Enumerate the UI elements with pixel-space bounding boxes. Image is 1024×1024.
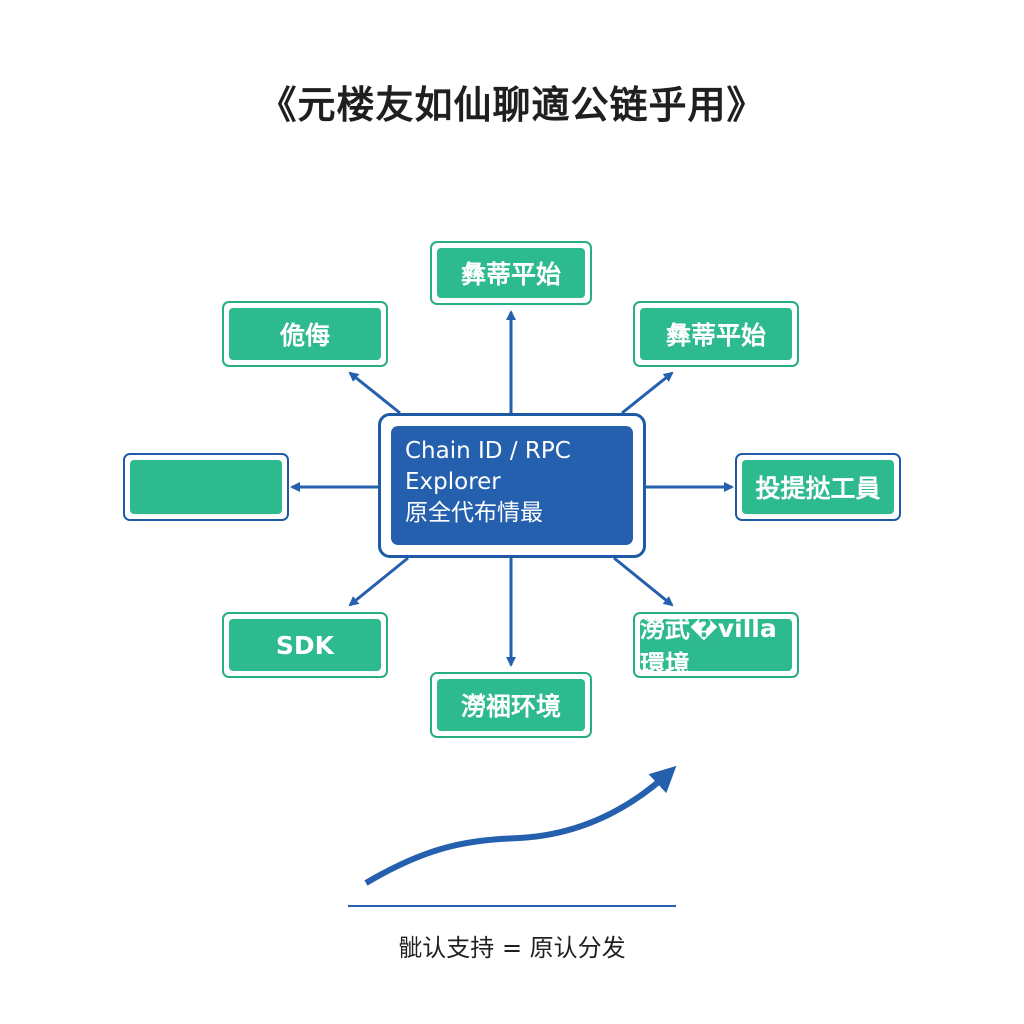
footer-divider [348,905,676,907]
footer-caption: 骴认支持 = 原认分发 [398,934,626,962]
node-bottom-left-label: SDK [229,619,381,671]
node-bottom: 澇祵环境 [430,672,592,738]
node-right-label: 投提挞工員 [742,460,894,514]
growth-arrow [364,765,677,886]
connector-top-left [348,371,401,415]
node-bottom-left: SDK [222,612,388,678]
node-bottom-right: 澇武�villa環境 [633,612,799,679]
connector-bottom-right [613,556,674,607]
node-top-left-label: 佹侮 [229,308,381,360]
node-top-label: 彝蒂平始 [437,248,585,298]
node-left-label [130,460,282,514]
node-top-right: 彝蒂平始 [633,301,799,367]
connector-bottom-left [348,556,409,607]
center-node-body: Chain ID / RPC Explorer 原全代布情最 [391,426,633,545]
center-line-2: Explorer [405,469,501,495]
node-right: 投提挞工員 [735,453,901,521]
node-bottom-right-label: 澇武�villa環境 [640,614,792,679]
node-top-right-label: 彝蒂平始 [640,308,792,360]
center-line-3: 原全代布情最 [405,500,543,526]
node-left [123,453,289,521]
diagram-title: 《元楼友如仙聊適公链乎用》 [258,83,766,127]
center-line-1: Chain ID / RPC [405,438,571,464]
center-node: Chain ID / RPC Explorer 原全代布情最 [378,413,646,558]
node-top: 彝蒂平始 [430,241,592,305]
node-top-left: 佹侮 [222,301,388,367]
node-bottom-label: 澇祵环境 [437,679,585,731]
connector-top-right [621,371,674,415]
